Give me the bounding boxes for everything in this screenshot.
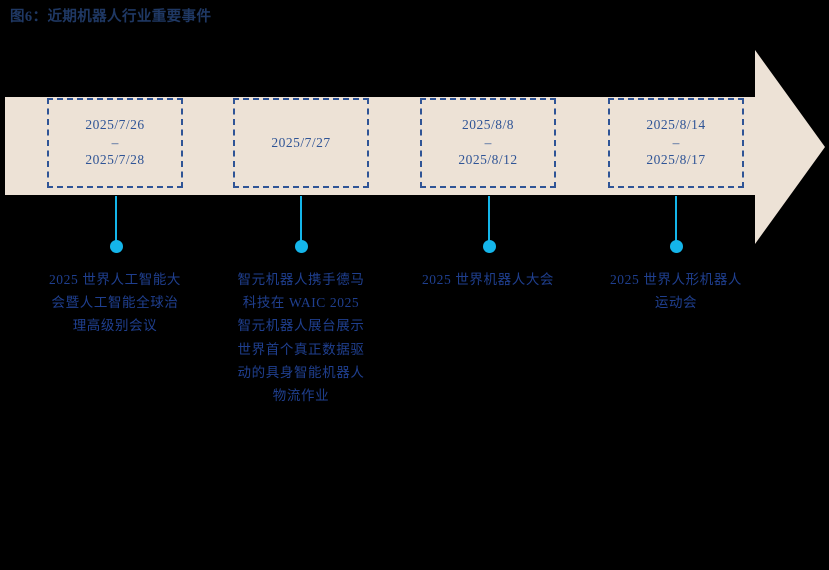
- date-start: 2025/7/26: [85, 116, 145, 132]
- date-end: 2025/8/12: [458, 152, 518, 168]
- event-label-1: 2025 世界人工智能大会暨人工智能全球治理高级别会议: [48, 272, 182, 334]
- event-label-3: 2025 世界机器人大会: [421, 272, 555, 287]
- connector-line-1: [115, 196, 117, 244]
- page-title: 图6：近期机器人行业重要事件: [10, 9, 212, 25]
- date-start: 2025/8/8: [461, 116, 514, 132]
- connector-line-3: [488, 196, 490, 244]
- date-box-4[interactable]: 2025/8/14 – 2025/8/17: [608, 98, 744, 188]
- date-end: 2025/7/28: [85, 152, 145, 168]
- date-box-1[interactable]: 2025/7/26 – 2025/7/28: [47, 98, 183, 188]
- event-label-4: 2025 世界人形机器人运动会: [609, 272, 743, 311]
- connector-dot-4: [670, 240, 683, 253]
- connector-dot-3: [483, 240, 496, 253]
- date-start: 2025/8/14: [646, 116, 706, 132]
- date-separator: –: [111, 134, 119, 150]
- date-end: 2025/8/17: [646, 152, 706, 168]
- date-box-3[interactable]: 2025/8/8 – 2025/8/12: [420, 98, 556, 188]
- connector-line-2: [300, 196, 302, 244]
- connector-line-4: [675, 196, 677, 244]
- event-label-2: 智元机器人携手德马科技在 WAIC 2025 智元机器人展台展示世界首个真正数据…: [237, 272, 365, 404]
- date-start: 2025/7/27: [271, 134, 331, 150]
- connector-dot-2: [295, 240, 308, 253]
- date-box-2[interactable]: 2025/7/27: [233, 98, 369, 188]
- date-separator: –: [672, 134, 680, 150]
- date-separator: –: [484, 134, 492, 150]
- connector-dot-1: [110, 240, 123, 253]
